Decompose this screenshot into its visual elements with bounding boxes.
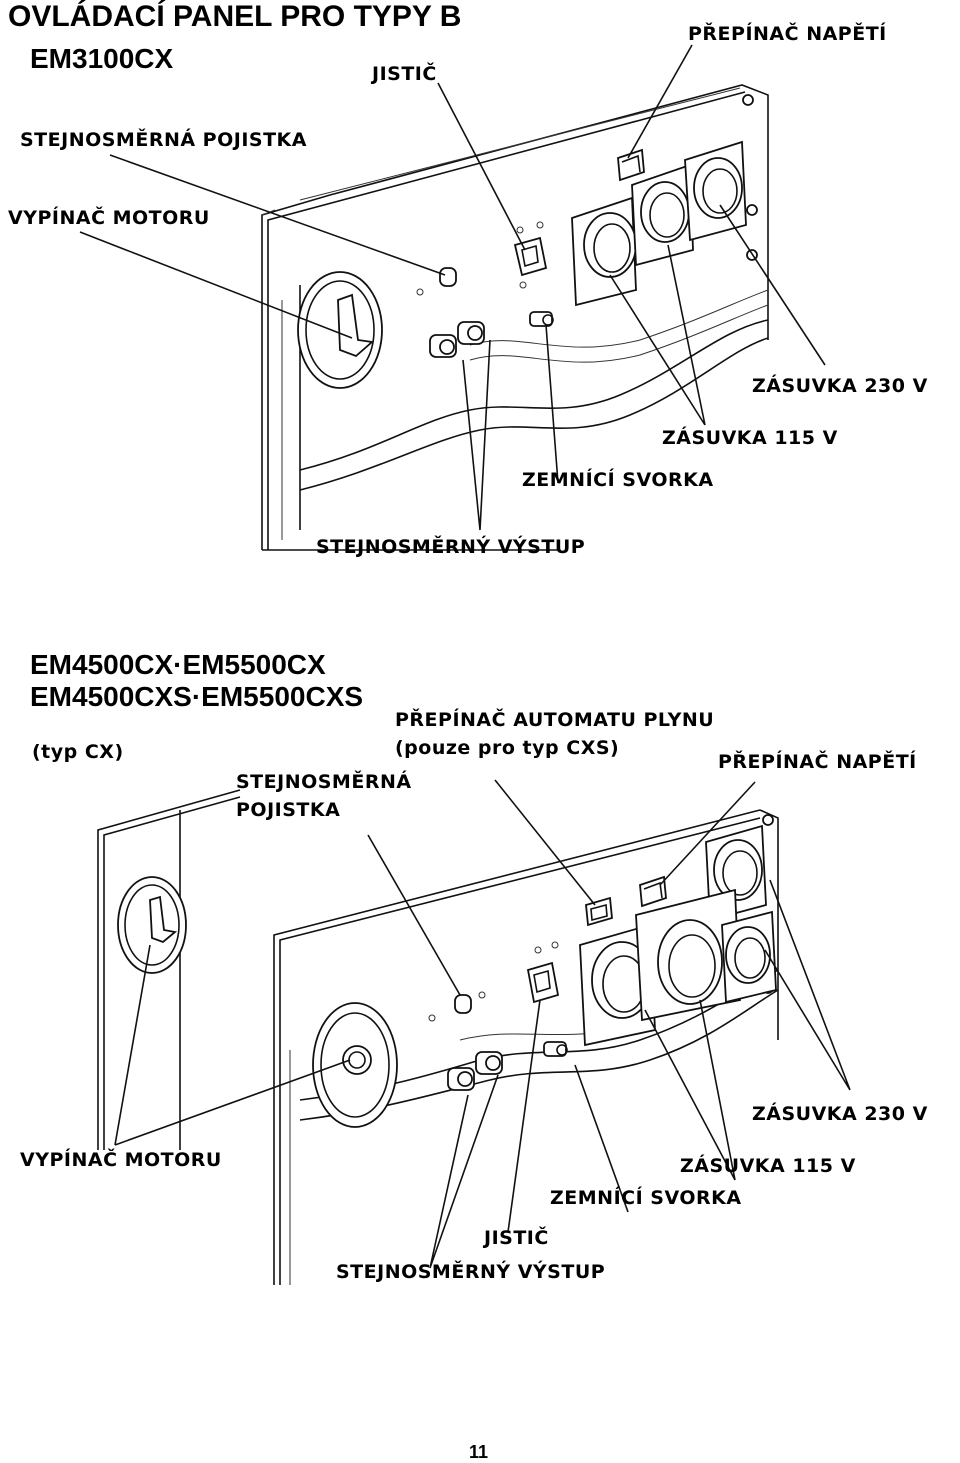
- label-auto-throttle: PŘEPÍNAČ AUTOMATU PLYNU: [395, 709, 715, 731]
- dc-fuse-graphic-2: [428, 991, 486, 1022]
- label-dc-output-2: STEJNOSMĚRNÝ VÝSTUP: [336, 1261, 606, 1283]
- dc-output-graphic-2: [447, 1051, 503, 1091]
- label-dc-fuse-1: STEJNOSMĚRNÁ POJISTKA: [20, 129, 307, 151]
- label-engine-switch-2: VYPÍNAČ MOTORU: [20, 1149, 222, 1171]
- label-voltage-switch-1: PŘEPÍNAČ NAPĚTÍ: [688, 23, 887, 45]
- breaker-graphic-1: [513, 221, 548, 289]
- panel-frame-2: [97, 789, 779, 1285]
- auto-throttle-switch-graphic: [585, 896, 613, 927]
- label-voltage-switch-2: PŘEPÍNAČ NAPĚTÍ: [718, 751, 917, 773]
- voltage-switch-graphic-2: [639, 875, 667, 908]
- page-number: 11: [469, 1442, 489, 1462]
- label-ground-terminal-2: ZEMNÍCÍ SVORKA: [550, 1187, 742, 1209]
- label-ground-terminal-1: ZEMNÍCÍ SVORKA: [522, 469, 714, 491]
- label-dc-fuse-2-line2: POJISTKA: [236, 799, 341, 821]
- sockets-graphic-2: [579, 824, 777, 1047]
- breaker-graphic-2: [526, 941, 560, 1004]
- engine-switch-graphic-1: [297, 271, 383, 389]
- label-auto-throttle-note: (pouze pro typ CXS): [395, 737, 620, 759]
- engine-switch-graphic-2b: [312, 1002, 398, 1128]
- ground-terminal-graphic-1: [529, 311, 554, 327]
- label-dc-fuse-2-line1: STEJNOSMĚRNÁ: [236, 771, 412, 793]
- dc-fuse-graphic-1: [416, 267, 457, 296]
- page-title: OVLÁDACÍ PANEL PRO TYPY B: [8, 0, 462, 33]
- engine-switch-graphic-2a: [117, 876, 187, 974]
- label-socket-115-2: ZÁSUVKA 115 V: [680, 1155, 856, 1177]
- label-engine-switch-1: VYPÍNAČ MOTORU: [8, 207, 210, 229]
- label-socket-115-1: ZÁSUVKA 115 V: [662, 427, 838, 449]
- type-note: (typ CX): [32, 741, 124, 763]
- dc-output-graphic-1: [429, 321, 485, 358]
- label-breaker-2: JISTIČ: [484, 1227, 549, 1249]
- ground-terminal-graphic-2: [543, 1041, 568, 1057]
- voltage-switch-graphic-1: [617, 148, 645, 182]
- model-names-line1: EM4500CX·EM5500CX: [30, 649, 326, 680]
- label-dc-output-1: STEJNOSMĚRNÝ VÝSTUP: [316, 536, 586, 558]
- model-name-em3100cx: EM3100CX: [30, 43, 174, 74]
- leader-lines-1: [79, 44, 826, 531]
- label-socket-230-1: ZÁSUVKA 230 V: [752, 375, 928, 397]
- label-breaker-1: JISTIČ: [372, 63, 437, 85]
- leader-lines-2: [114, 779, 851, 1269]
- sockets-graphic-1: [571, 140, 747, 307]
- model-names-line2: EM4500CXS·EM5500CXS: [30, 681, 364, 712]
- label-socket-230-2: ZÁSUVKA 230 V: [752, 1103, 928, 1125]
